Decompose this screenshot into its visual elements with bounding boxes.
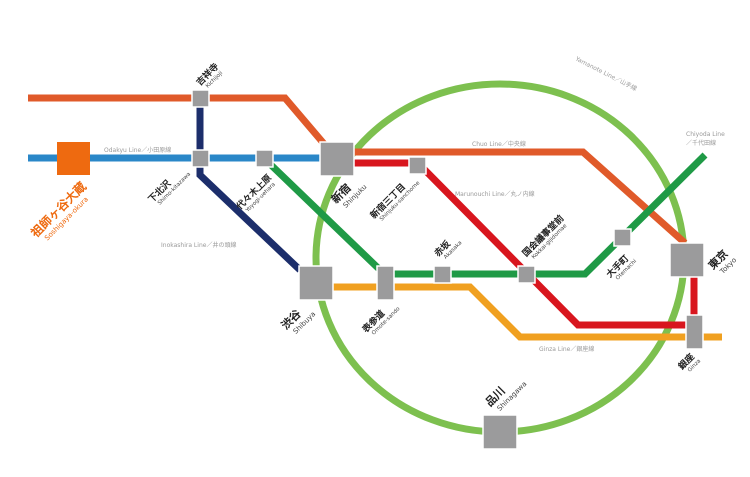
station-shimokitazawa[interactable] [191,149,210,168]
label-kichijoji: 吉祥寺 Kichijoji [194,61,225,90]
label-shimokitazawa: 下北沢 Shimo-kitazawa [146,171,192,206]
marunouchi-line [354,159,694,329]
label-soshigaya-okura: 祖師ヶ谷大蔵 Soshigaya-okura [27,179,90,243]
station-kichijoji[interactable] [191,89,210,108]
yamanote-line-label: Yamanote Line／山手線 [573,54,638,92]
inokashira-line [196,106,303,273]
station-kokkai-gijidomae[interactable] [517,265,536,284]
label-yoyogi-uehara: 代々木上原 Yoyogi-uehara [233,172,277,214]
station-yoyogi-uehara[interactable] [255,149,274,168]
station-omote-sando[interactable] [376,265,395,301]
station-otemachi[interactable] [613,228,632,247]
label-ginza: 銀座 Ginza [676,351,703,374]
station-ginza[interactable] [685,314,704,350]
inokashira-line-label: Inokashira Line／井の頭線 [161,241,236,249]
label-omote-sando: 表参道 Omote-sando [359,306,402,337]
ginza-line [333,283,722,341]
label-shinjuku-sanchome: 新宿三丁目 Shinjuku-sanchome [368,180,422,223]
station-shinjuku[interactable] [319,141,355,177]
station-shinagawa[interactable] [482,414,518,450]
chuo-line [28,94,328,148]
chuo-line-label: Chuo Line／中央線 [472,140,526,148]
odakyu-line-label: Odakyu Line／小田原線 [104,146,171,154]
label-shinagawa: 品川 Shinagawa [483,380,528,413]
chiyoda-line-label: Chiyoda Line [686,131,725,138]
station-shinjuku-sanchome[interactable] [408,156,427,175]
label-kokkai-gijidomae: 国会議事堂前 Kokkai-gijidomae [520,212,569,260]
station-soshigaya-okura[interactable] [57,142,90,175]
chiyoda-line-label-jp: ／千代田線 [686,139,716,147]
label-akasaka: 赤坂 Akasaka [432,237,464,260]
station-tokyo[interactable] [669,242,705,278]
station-shibuya[interactable] [298,265,334,301]
ginza-line-label: Ginza Line／銀座線 [539,345,594,353]
label-shibuya: 渋谷 Shibuya [278,306,317,336]
station-akasaka[interactable] [433,265,452,284]
label-tokyo: 東京 Tokyo [705,247,738,277]
marunouchi-line-label: Marunouchi Line／丸ノ内線 [455,190,535,198]
